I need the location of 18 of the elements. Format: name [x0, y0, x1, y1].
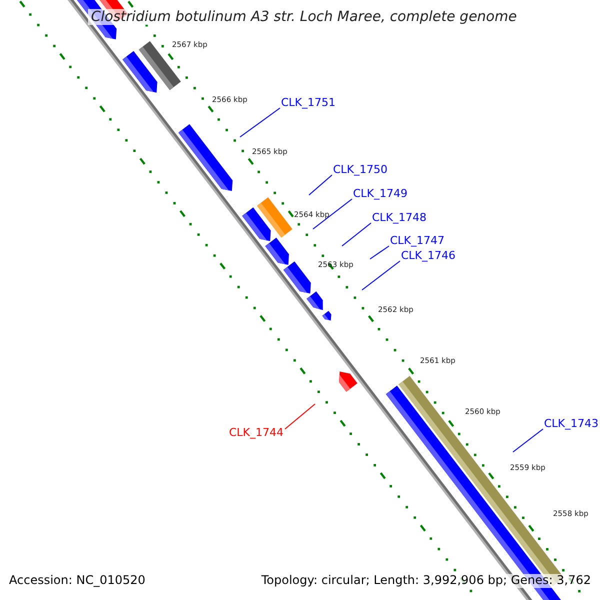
leader-line	[284, 404, 316, 430]
footer-note: Topology: circular; Length: 3,992,906 bp; Genes: 3,762	[261, 574, 591, 588]
leader-line	[240, 108, 280, 138]
gene-label: CLK_1748	[372, 212, 427, 225]
leader-line	[342, 222, 372, 246]
leader-line	[512, 428, 544, 452]
gene-label: CLK_1749	[353, 188, 408, 201]
leader-line	[370, 246, 390, 260]
leader-line	[308, 174, 332, 196]
leader-line	[362, 260, 400, 290]
gene-label: CLK_1751	[281, 97, 336, 110]
gene-label: CLK_1746	[401, 250, 456, 263]
gene-label: CLK_1744	[229, 427, 284, 440]
gene-label: CLK_1743	[544, 418, 599, 431]
leader-line	[312, 198, 352, 230]
footer-note: Accession: NC_010520	[9, 574, 146, 588]
gene-label: CLK_1750	[333, 164, 388, 177]
gene-label: CLK_1747	[390, 235, 445, 248]
